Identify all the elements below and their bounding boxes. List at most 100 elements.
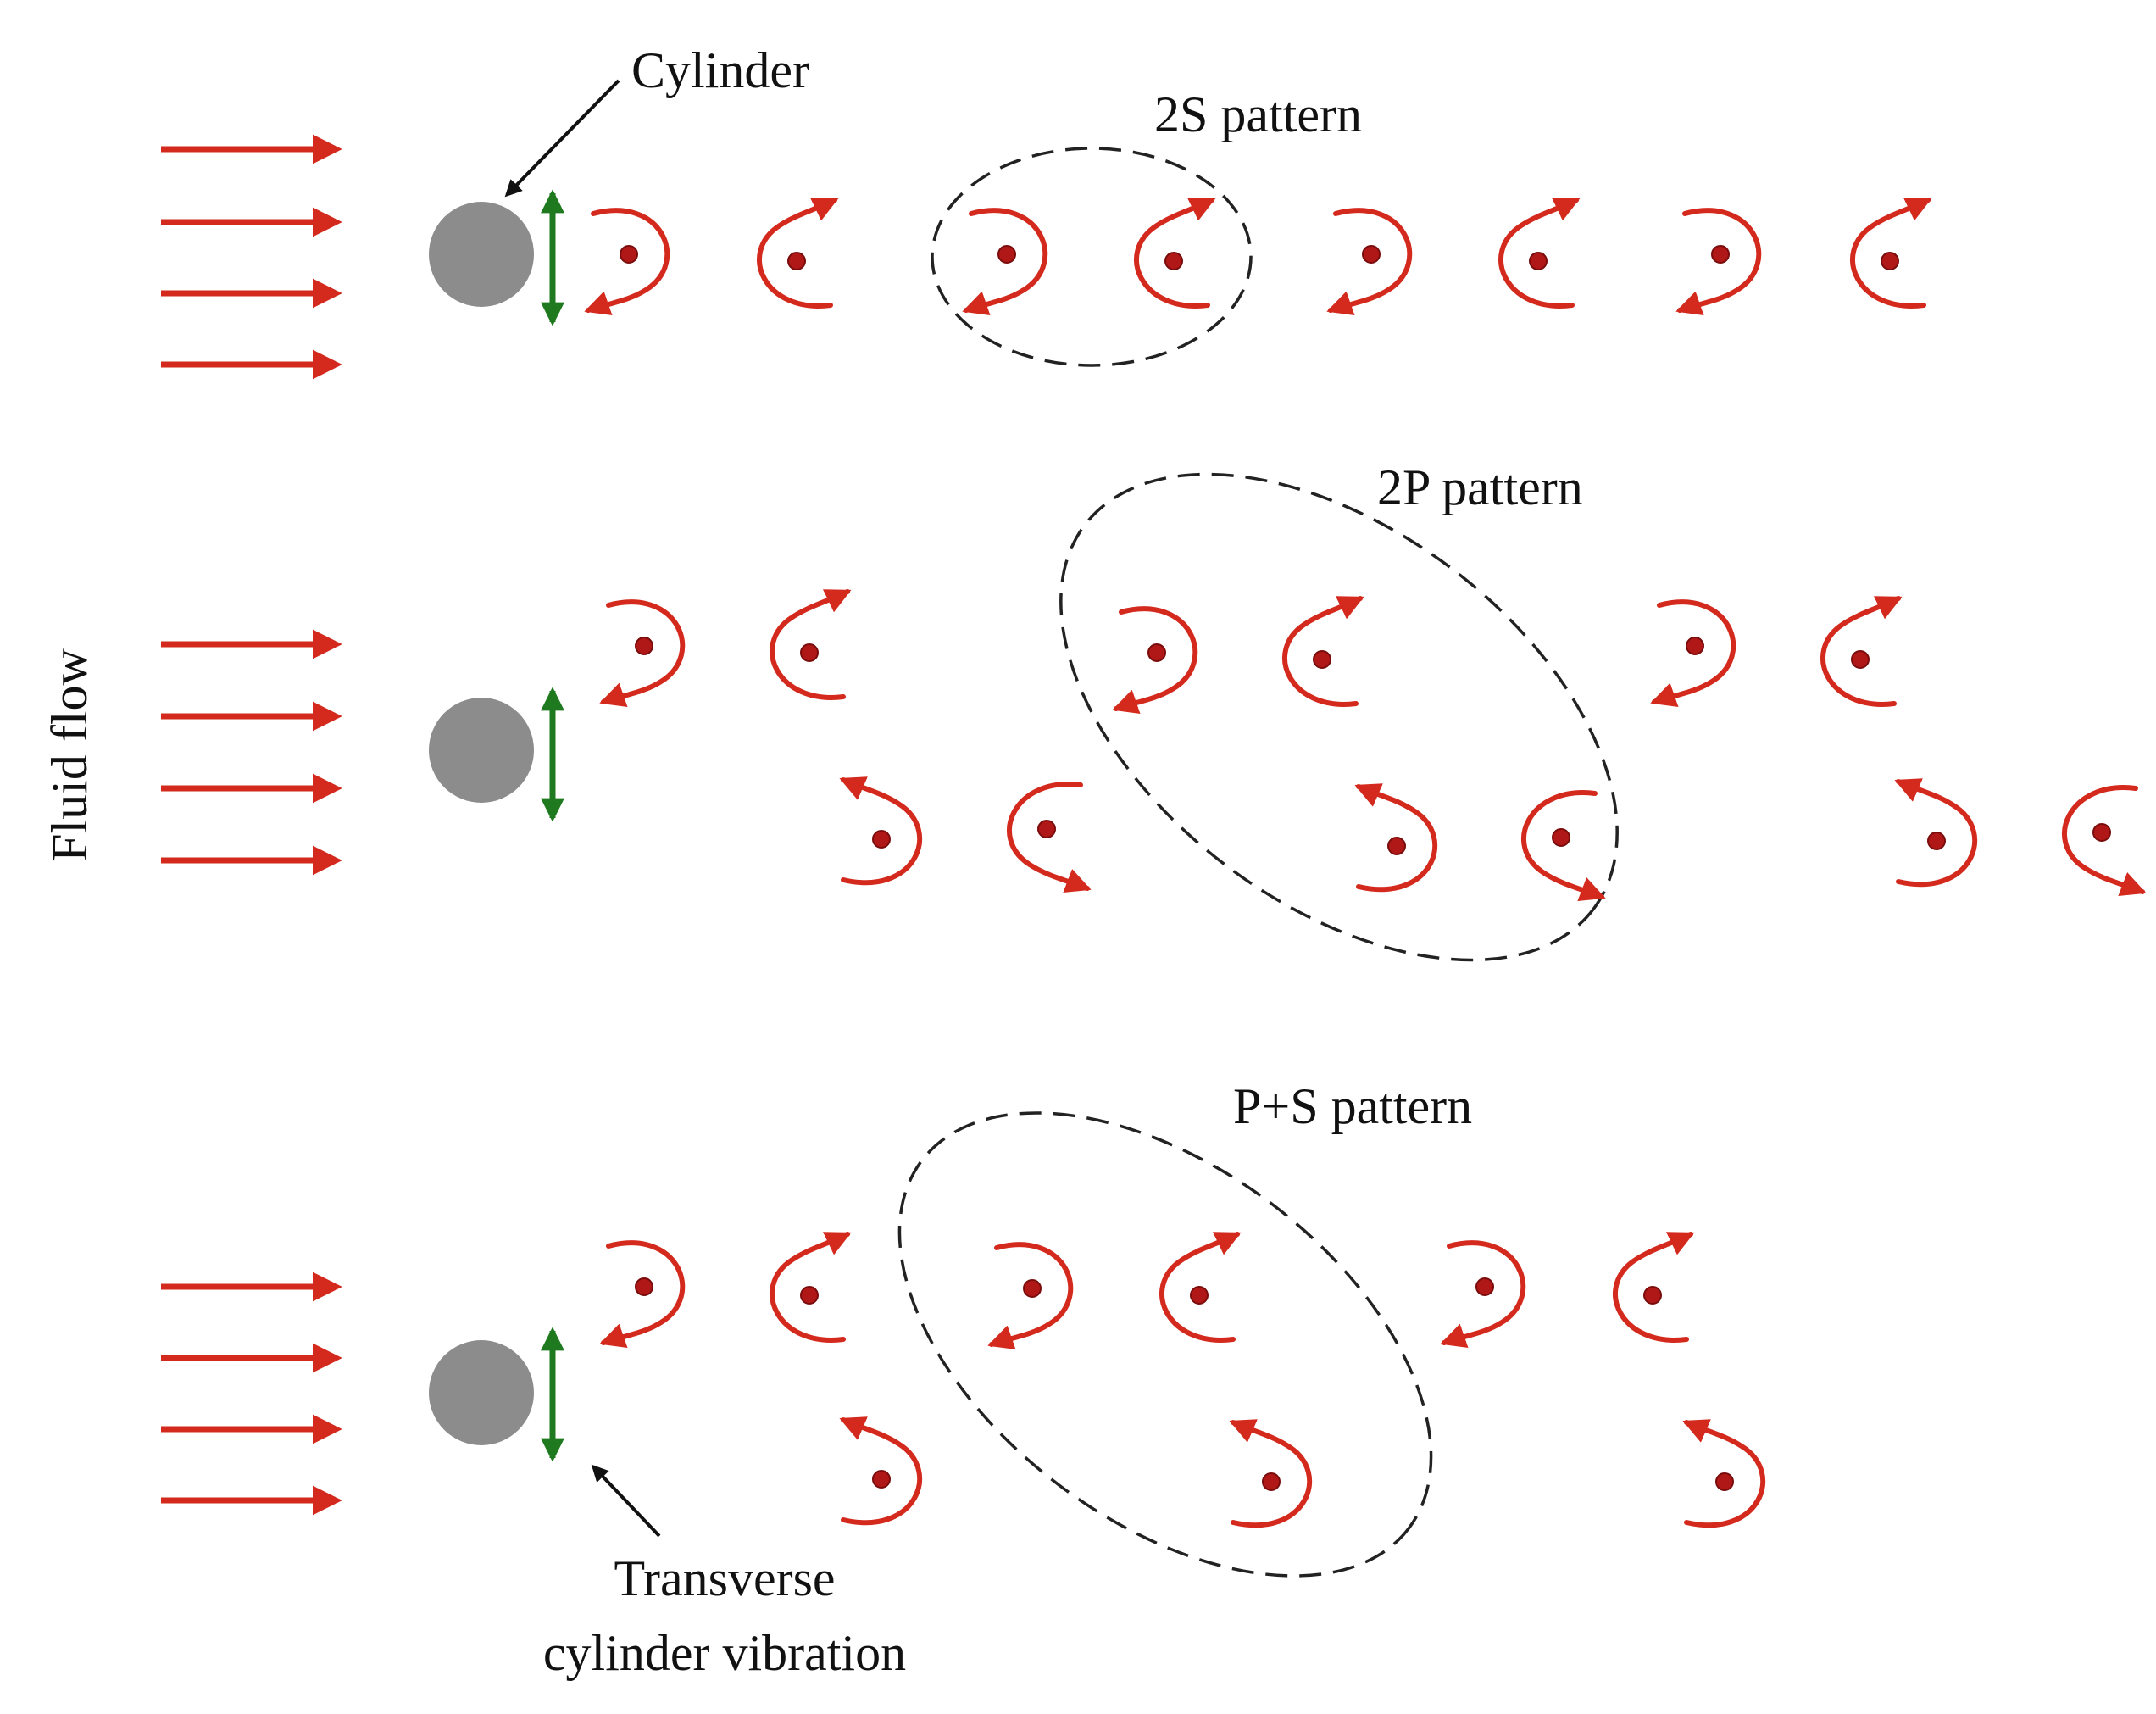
cylinder-pointer-arrow bbox=[504, 79, 620, 198]
vortex-swirl bbox=[962, 208, 1048, 315]
vortex-swirl bbox=[1007, 782, 1092, 893]
vortex-core bbox=[1023, 1279, 1042, 1298]
vortex-swirl bbox=[1282, 596, 1364, 707]
pattern-label-2p: 2P pattern bbox=[1377, 459, 1583, 515]
clockwise-vortex-icon bbox=[1007, 782, 1092, 893]
counterclockwise-vortex-icon bbox=[839, 776, 923, 886]
counterclockwise-vortex-icon bbox=[599, 599, 686, 707]
vortex-core bbox=[872, 830, 891, 849]
clockwise-vortex-icon bbox=[770, 1232, 852, 1343]
vortex-core bbox=[1927, 832, 1946, 850]
vortex-swirl bbox=[1440, 1240, 1526, 1348]
vortex-core bbox=[1851, 650, 1870, 669]
counterclockwise-vortex-icon bbox=[1440, 1240, 1526, 1348]
vortex-core bbox=[800, 643, 819, 662]
vortex-core bbox=[997, 245, 1016, 264]
counterclockwise-vortex-icon bbox=[1112, 606, 1198, 714]
vortex-swirl bbox=[1894, 778, 1978, 888]
vortex-core bbox=[1643, 1286, 1662, 1305]
vortex-swirl bbox=[1326, 208, 1413, 315]
counterclockwise-vortex-icon bbox=[839, 1416, 923, 1526]
vortex-swirl bbox=[1850, 198, 1932, 309]
counterclockwise-vortex-icon bbox=[584, 208, 670, 315]
counterclockwise-vortex-icon bbox=[1675, 208, 1762, 315]
vortex-core bbox=[872, 1470, 891, 1489]
vortex-swirl bbox=[1112, 606, 1198, 714]
vortices-group bbox=[584, 198, 2147, 1528]
vortex-core bbox=[787, 252, 806, 270]
counterclockwise-vortex-icon bbox=[1229, 1419, 1313, 1528]
counterclockwise-vortex-icon bbox=[987, 1242, 1074, 1349]
cylinders-group bbox=[429, 202, 534, 1445]
clockwise-vortex-icon bbox=[1282, 596, 1364, 707]
clockwise-vortex-icon bbox=[1613, 1232, 1695, 1343]
clockwise-vortex-icon bbox=[1820, 596, 1903, 707]
clockwise-vortex-icon bbox=[1134, 198, 1216, 309]
pattern-outline-2p bbox=[1059, 472, 1619, 962]
vortex-core bbox=[800, 1286, 819, 1305]
vortex-core bbox=[1362, 245, 1381, 264]
counterclockwise-vortex-icon bbox=[599, 1240, 686, 1348]
vortex-swirl bbox=[1521, 790, 1606, 902]
vortex-core bbox=[1881, 252, 1899, 270]
vortex-swirl bbox=[599, 1240, 686, 1348]
vortex-swirl bbox=[1229, 1419, 1313, 1528]
counterclockwise-vortex-icon bbox=[1326, 208, 1413, 315]
clockwise-vortex-icon bbox=[1521, 790, 1606, 902]
fluid-flow-label: Fluid flow bbox=[42, 648, 97, 861]
counterclockwise-vortex-icon bbox=[1650, 599, 1736, 707]
vortex-swirl bbox=[599, 599, 686, 707]
vortex-core bbox=[1387, 837, 1406, 855]
counterclockwise-vortex-icon bbox=[962, 208, 1048, 315]
clockwise-vortex-icon bbox=[757, 198, 839, 309]
clockwise-vortex-icon bbox=[2062, 785, 2147, 897]
vortex-core bbox=[1711, 245, 1730, 264]
vortex-core bbox=[1190, 1286, 1209, 1305]
vortex-swirl bbox=[839, 776, 923, 886]
cylinder-2p bbox=[429, 698, 534, 803]
vortex-core bbox=[1313, 650, 1331, 669]
vortex-swirl bbox=[1134, 198, 1216, 309]
pattern-outline-ps bbox=[897, 1111, 1433, 1578]
vortex-core bbox=[635, 1277, 653, 1296]
transverse-label-line2: cylinder vibration bbox=[543, 1625, 906, 1681]
pattern-label-2s: 2S pattern bbox=[1154, 86, 1362, 142]
clockwise-vortex-icon bbox=[770, 589, 852, 700]
cylinder-label: Cylinder bbox=[631, 42, 809, 98]
vortex-core bbox=[620, 245, 638, 264]
clockwise-vortex-icon bbox=[1498, 198, 1581, 309]
vortex-swirl bbox=[1354, 783, 1438, 893]
vortex-swirl bbox=[584, 208, 670, 315]
vortex-core bbox=[1552, 828, 1570, 847]
vortex-core bbox=[2092, 823, 2111, 842]
vortex-swirl bbox=[770, 1232, 852, 1343]
vortex-swirl bbox=[1820, 596, 1903, 707]
flow-arrows-group bbox=[161, 134, 342, 1516]
counterclockwise-vortex-icon bbox=[1682, 1419, 1766, 1528]
vortex-swirl bbox=[1650, 599, 1736, 707]
cylinder-2s bbox=[429, 202, 534, 307]
vortex-swirl bbox=[1682, 1419, 1766, 1528]
vortex-core bbox=[1164, 252, 1183, 270]
clockwise-vortex-icon bbox=[1159, 1232, 1242, 1343]
vortex-core bbox=[1262, 1472, 1281, 1491]
cylinder-ps bbox=[429, 1340, 534, 1445]
vortex-swirl bbox=[1159, 1232, 1242, 1343]
vortex-swirl bbox=[839, 1416, 923, 1526]
vortex-core bbox=[1686, 637, 1704, 655]
vortex-core bbox=[1475, 1277, 1494, 1296]
vortex-swirl bbox=[1675, 208, 1762, 315]
vortex-core bbox=[1715, 1472, 1734, 1491]
pattern-outline-2s bbox=[931, 147, 1253, 367]
vortex-core bbox=[1147, 643, 1166, 662]
vortex-swirl bbox=[757, 198, 839, 309]
vortex-core bbox=[1037, 820, 1056, 838]
counterclockwise-vortex-icon bbox=[1894, 778, 1978, 888]
vortex-swirl bbox=[2062, 785, 2147, 897]
vibration-pointer-arrow bbox=[591, 1464, 661, 1538]
transverse-label-line1: Transverse bbox=[614, 1550, 835, 1606]
vortex-swirl bbox=[987, 1242, 1074, 1349]
clockwise-vortex-icon bbox=[1850, 198, 1932, 309]
counterclockwise-vortex-icon bbox=[1354, 783, 1438, 893]
